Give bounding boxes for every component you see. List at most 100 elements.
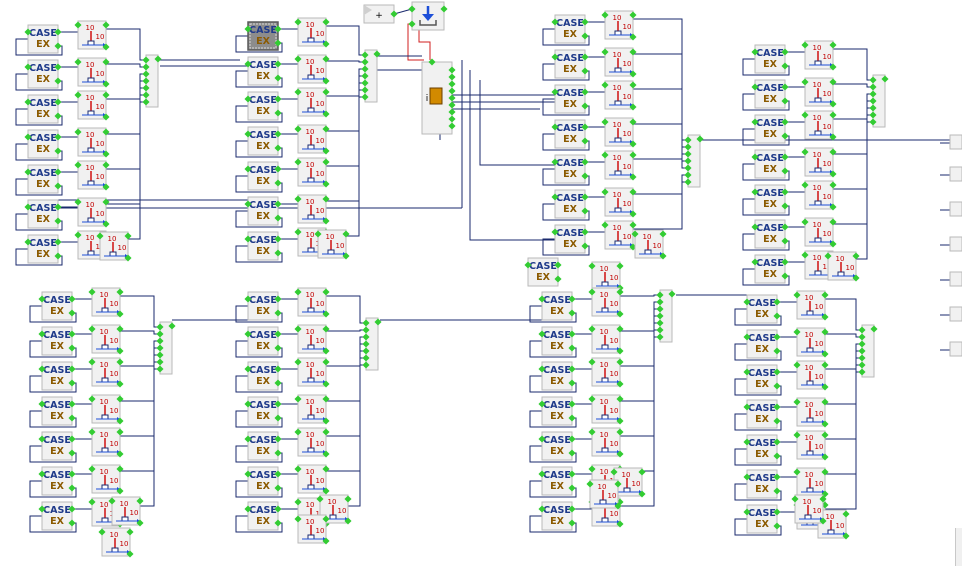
- bus-input-dot[interactable]: [858, 333, 866, 341]
- bus-input-dot[interactable]: [156, 337, 164, 345]
- indicator-dot[interactable]: [88, 288, 96, 296]
- indicator-dot[interactable]: [601, 151, 609, 159]
- case-input-dot[interactable]: [244, 295, 252, 303]
- bus-input-dot[interactable]: [361, 86, 369, 94]
- case-output-dot-bottom[interactable]: [54, 147, 62, 155]
- bus-input-dot[interactable]: [156, 323, 164, 331]
- indicator-dot[interactable]: [102, 80, 110, 88]
- case-output-dot-top[interactable]: [274, 60, 282, 68]
- indicator-dot[interactable]: [629, 103, 637, 111]
- bus-input-dot[interactable]: [858, 326, 866, 334]
- case-output-dot-top[interactable]: [773, 508, 781, 516]
- bus-input-dot[interactable]: [156, 330, 164, 338]
- case-output-dot-top[interactable]: [781, 223, 789, 231]
- case-output-dot-bottom[interactable]: [581, 67, 589, 75]
- partial-block[interactable]: [949, 306, 962, 322]
- case-input-dot[interactable]: [538, 365, 546, 373]
- bus-input-dot[interactable]: [142, 56, 150, 64]
- case-output-dot-bottom[interactable]: [274, 144, 282, 152]
- case-input-dot[interactable]: [244, 505, 252, 513]
- indicator-dot[interactable]: [659, 252, 667, 260]
- case-output-dot-bottom[interactable]: [554, 275, 562, 283]
- indicator-dot[interactable]: [801, 78, 809, 86]
- indicator-dot[interactable]: [821, 328, 829, 336]
- indicator-dot[interactable]: [586, 480, 594, 488]
- bus-input-dot[interactable]: [656, 312, 664, 320]
- vertical-scrollbar[interactable]: [955, 528, 962, 566]
- case-output-dot-bottom[interactable]: [68, 344, 76, 352]
- indicator-dot[interactable]: [588, 428, 596, 436]
- case-input-dot[interactable]: [244, 25, 252, 33]
- case-output-dot-bottom[interactable]: [274, 519, 282, 527]
- bus-input-dot[interactable]: [142, 98, 150, 106]
- bus-input-dot[interactable]: [869, 97, 877, 105]
- case-output-dot-top[interactable]: [274, 25, 282, 33]
- struct-input-dot[interactable]: [428, 58, 436, 66]
- indicator-dot[interactable]: [344, 517, 352, 525]
- indicator-dot[interactable]: [322, 288, 330, 296]
- case-input-dot[interactable]: [751, 118, 759, 126]
- indicator-dot[interactable]: [829, 78, 837, 86]
- case-output-dot-top[interactable]: [54, 168, 62, 176]
- indicator-dot[interactable]: [294, 465, 302, 473]
- case-input-dot[interactable]: [743, 368, 751, 376]
- case-input-dot[interactable]: [751, 258, 759, 266]
- indicator-dot[interactable]: [629, 221, 637, 229]
- indicator-dot[interactable]: [829, 111, 837, 119]
- indicator-dot[interactable]: [294, 288, 302, 296]
- case-output-dot-bottom[interactable]: [274, 344, 282, 352]
- indicator-dot[interactable]: [102, 183, 110, 191]
- indicator-dot[interactable]: [616, 450, 624, 458]
- bus-input-dot[interactable]: [858, 368, 866, 376]
- indicator-dot[interactable]: [829, 148, 837, 156]
- indicator-dot[interactable]: [821, 431, 829, 439]
- indicator-dot[interactable]: [322, 125, 330, 133]
- wire[interactable]: [479, 80, 555, 166]
- case-output-dot-bottom[interactable]: [581, 137, 589, 145]
- partial-block[interactable]: [949, 166, 962, 182]
- struct-output-dot[interactable]: [448, 101, 456, 109]
- case-output-dot-top[interactable]: [274, 435, 282, 443]
- indicator-dot[interactable]: [793, 398, 801, 406]
- indicator-dot[interactable]: [601, 221, 609, 229]
- case-output-dot-top[interactable]: [68, 295, 76, 303]
- indicator-dot[interactable]: [322, 465, 330, 473]
- case-output-dot-bottom[interactable]: [781, 237, 789, 245]
- case-input-dot[interactable]: [551, 158, 559, 166]
- indicator-dot[interactable]: [793, 468, 801, 476]
- indicator-dot[interactable]: [821, 361, 829, 369]
- indicator-dot[interactable]: [601, 118, 609, 126]
- case-output-dot-top[interactable]: [581, 88, 589, 96]
- indicator-dot[interactable]: [821, 350, 829, 358]
- case-input-dot[interactable]: [244, 95, 252, 103]
- indicator-dot[interactable]: [126, 550, 134, 558]
- indicator-dot[interactable]: [819, 517, 827, 525]
- indicator-dot[interactable]: [629, 33, 637, 41]
- case-output-dot-top[interactable]: [274, 295, 282, 303]
- indicator-dot[interactable]: [102, 161, 110, 169]
- bus-output-dot[interactable]: [696, 135, 704, 143]
- indicator-dot[interactable]: [601, 48, 609, 56]
- bus-input-dot[interactable]: [156, 358, 164, 366]
- case-input-dot[interactable]: [743, 508, 751, 516]
- case-output-dot-bottom[interactable]: [581, 242, 589, 250]
- case-output-dot-top[interactable]: [773, 368, 781, 376]
- case-output-dot-top[interactable]: [581, 158, 589, 166]
- case-output-dot-bottom[interactable]: [568, 519, 576, 527]
- bus-input-dot[interactable]: [869, 104, 877, 112]
- case-output-dot-bottom[interactable]: [274, 484, 282, 492]
- case-output-dot-top[interactable]: [581, 18, 589, 26]
